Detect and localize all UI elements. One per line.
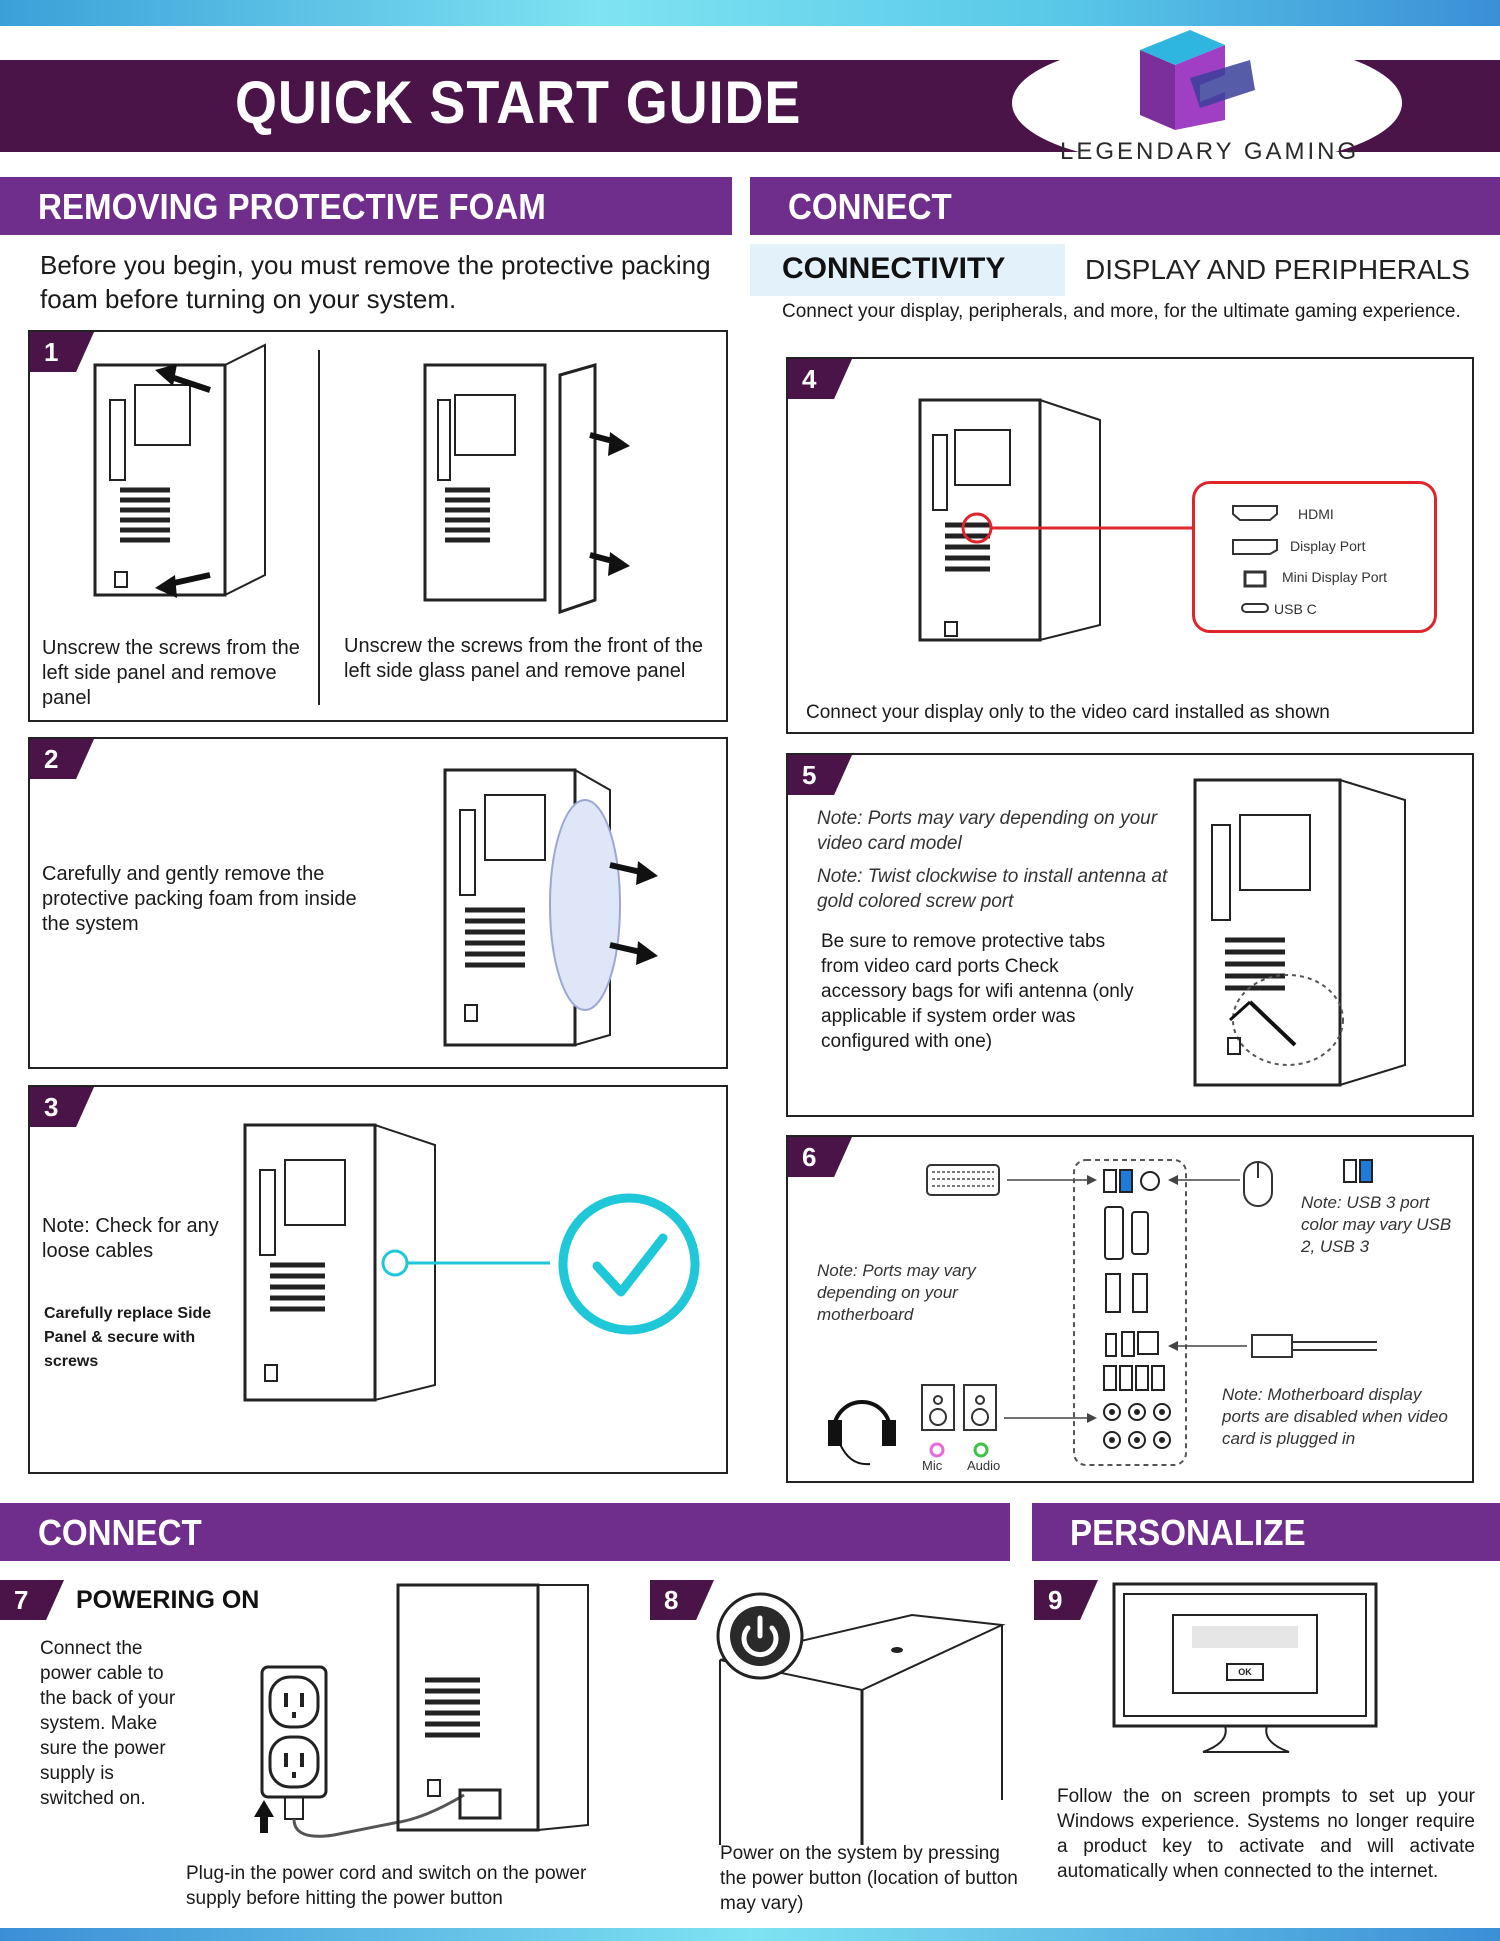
- mic-label: Mic: [922, 1458, 943, 1473]
- page-title: QUICK START GUIDE: [235, 69, 802, 136]
- step-6-motherboard-note: Note: Ports may vary depending on your m…: [817, 1261, 976, 1324]
- step-5-note-1: Note: Ports may vary depending on your v…: [817, 808, 1158, 854]
- step-5-text: Be sure to remove protective tabs from v…: [821, 931, 1134, 1052]
- brand-name: LEGENDARY GAMING: [1060, 138, 1360, 165]
- tab-connectivity[interactable]: CONNECTIVITY: [782, 252, 1006, 285]
- step-7-caption: Plug-in the power cord and switch on the…: [186, 1863, 587, 1909]
- section-header-connect: CONNECT: [750, 177, 1500, 235]
- pc-case-wifi-antenna-icon: [1193, 778, 1406, 1087]
- step-1-card: [28, 330, 728, 722]
- video-ports-callout: [1192, 481, 1437, 633]
- port-hdmi: HDMI: [1298, 506, 1334, 522]
- motherboard-io-diagram: [828, 1159, 1377, 1466]
- power-button-case-icon: [716, 1592, 1006, 1845]
- headset-icon: [828, 1400, 896, 1466]
- section-header-personalize: PERSONALIZE: [1032, 1503, 1500, 1561]
- step-4-card: [786, 357, 1474, 734]
- step-8-caption: Power on the system by pressing the powe…: [720, 1843, 1018, 1914]
- step-5-number: 5: [788, 755, 852, 795]
- port-mini-display-port: Mini Display Port: [1282, 569, 1388, 585]
- pc-case-video-card-icon: [918, 398, 1195, 642]
- step-1-number: 1: [30, 332, 94, 372]
- step-7-title: POWERING ON: [76, 1586, 260, 1614]
- step-9-text: Follow the on screen prompts to set up y…: [1057, 1786, 1475, 1882]
- tab-display-peripherals[interactable]: DISPLAY AND PERIPHERALS: [1085, 254, 1470, 285]
- check-mark-icon: [558, 1193, 700, 1335]
- step-4-caption: Connect your display only to the video c…: [806, 702, 1330, 723]
- top-accent-bar: [0, 0, 1500, 26]
- keyboard-icon: [926, 1164, 1000, 1196]
- ethernet-cable-icon: [1251, 1334, 1377, 1358]
- video-port-icons: [1232, 505, 1278, 613]
- connect-intro: Connect your display, peripherals, and m…: [782, 301, 1461, 322]
- power-outlet-case-icon: [254, 1583, 589, 1838]
- ok-button[interactable]: OK: [1238, 1667, 1252, 1677]
- step-1-right-text: Unscrew the screws from the front of the…: [344, 635, 704, 682]
- speaker-icon: [921, 1384, 997, 1431]
- pc-case-foam-removal-icon: [443, 768, 658, 1047]
- step-3-replace-text: Carefully replace Side Panel & secure wi…: [44, 1305, 212, 1370]
- mouse-icon: [1243, 1161, 1273, 1207]
- step-2-text: Carefully and gently remove the protecti…: [42, 863, 357, 935]
- foam-intro: Before you begin, you must remove the pr…: [40, 250, 711, 314]
- step-7-text: Connect the power cable to the back of y…: [40, 1638, 176, 1809]
- audio-label: Audio: [967, 1458, 1001, 1473]
- wall-outlet-icon: [260, 1665, 328, 1799]
- port-display-port: Display Port: [1290, 538, 1366, 554]
- step-1-divider: [318, 350, 320, 705]
- pc-case-panel-removal-icon: [93, 343, 266, 598]
- step-5-card: [786, 753, 1474, 1117]
- section-header-connect-2: CONNECT: [0, 1503, 1010, 1561]
- step-2-number: 2: [30, 739, 94, 779]
- step-5-note-2: Note: Twist clockwise to install antenna…: [817, 866, 1168, 912]
- pc-case-check-cables-icon: [243, 1123, 550, 1402]
- brand-logo-icon: [1140, 30, 1255, 130]
- step-3-note: Note: Check for any loose cables: [42, 1215, 219, 1262]
- step-6-display-note: Note: Motherboard display ports are disa…: [1222, 1385, 1448, 1448]
- step-1-left-text: Unscrew the screws from the left side pa…: [42, 637, 300, 709]
- step-7-number: 7: [0, 1580, 64, 1620]
- step-8-number: 8: [650, 1580, 714, 1620]
- section-header-foam: REMOVING PROTECTIVE FOAM: [0, 177, 732, 235]
- pc-case-glass-removal-icon: [423, 363, 630, 615]
- bottom-accent-bar: [0, 1928, 1500, 1941]
- tab-connectivity-bg: [750, 244, 1065, 296]
- step-6-usb-note: Note: USB 3 port color may vary USB 2, U…: [1301, 1193, 1452, 1256]
- step-9-number: 9: [1034, 1580, 1098, 1620]
- monitor-icon: [1112, 1582, 1378, 1753]
- port-usb-c: USB C: [1274, 601, 1317, 617]
